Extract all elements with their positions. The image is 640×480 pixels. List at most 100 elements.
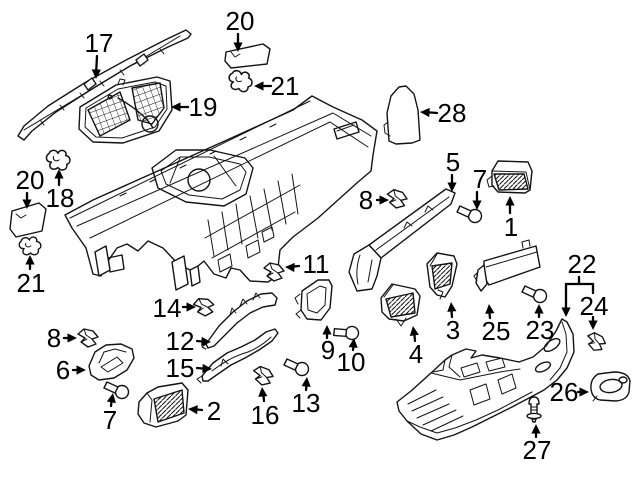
part-number-label: 8 [47,323,61,353]
center-vent-left-drawing [380,283,421,327]
side-vent-right-drawing [486,160,533,194]
part-number-label: 2 [207,396,221,426]
leader-arrowhead [322,325,332,335]
speaker-grille-drawing [78,76,173,144]
part-number-label: 25 [482,316,511,346]
leader-arrowhead [22,199,32,209]
callout-part-9-22[interactable]: 9 [321,325,335,365]
part-number-label: 21 [17,268,46,298]
part-number-label: 13 [292,388,321,418]
leader-arrowhead [186,302,196,312]
leader-arrowhead [409,326,419,337]
leader-arrowhead [531,424,541,434]
callout-part-22-28[interactable]: 22 [561,249,596,317]
rivet-27-drawing [526,396,542,423]
screw-10-drawing [333,325,360,341]
part-number-label: 19 [189,92,218,122]
callout-part-7-18[interactable]: 7 [103,392,118,435]
leader-arrowhead [420,107,430,118]
leader-arrowhead [201,336,211,347]
callout-part-20-6[interactable]: 20 [16,165,45,209]
leader-arrowhead [447,182,457,192]
callout-part-11-12[interactable]: 11 [285,249,330,279]
callout-part-14-13[interactable]: 14 [153,293,196,323]
part-number-label: 9 [321,335,335,365]
part-number-label: 21 [271,71,300,101]
retainer-clip-24-drawing [587,332,607,351]
callout-part-3-25[interactable]: 3 [446,302,460,345]
part-number-label: 23 [526,315,555,345]
callout-part-27-31[interactable]: 27 [523,424,552,465]
callout-part-21-7[interactable]: 21 [17,255,46,298]
callout-part-19-3[interactable]: 19 [171,92,217,122]
screw-7-right-drawing [456,205,483,224]
callout-part-12-14[interactable]: 12 [166,326,212,356]
part-number-label: 7 [473,164,487,194]
part-number-label: 17 [85,28,114,58]
leader-arrowhead [25,255,35,265]
callout-part-16-20[interactable]: 16 [251,387,280,430]
part-number-label: 1 [504,212,518,242]
display-bezel-drawing [294,279,333,321]
part-number-label: 22 [568,249,597,279]
grommet-clip-18-drawing [45,149,71,171]
part-number-label: 14 [153,293,182,323]
grommet-clip-21-top-drawing [228,69,253,93]
callout-part-18-5[interactable]: 18 [46,169,75,213]
callout-part-8-16[interactable]: 8 [47,323,77,353]
callout-part-24-29[interactable]: 24 [580,291,609,330]
leader-arrowhead [301,377,311,387]
callout-part-28-4[interactable]: 28 [420,98,467,128]
callout-part-10-23[interactable]: 10 [337,338,366,377]
callout-part-5-9[interactable]: 5 [446,147,460,192]
callout-part-25-26[interactable]: 25 [482,304,511,346]
leader-arrowhead [91,69,101,79]
leader-arrowhead [106,393,116,404]
part-number-label: 3 [446,315,460,345]
part-number-label: 10 [337,347,366,377]
callout-part-2-19[interactable]: 2 [188,396,222,426]
part-number-label: 18 [46,183,75,213]
leader-arrowhead [254,81,264,91]
part-number-label: 12 [166,326,195,356]
leader-arrowhead [348,338,358,348]
leader-arrowhead [233,42,243,52]
instrument-panel-drawing [64,95,378,291]
side-vent-left-drawing [137,382,189,428]
callout-part-13-21[interactable]: 13 [292,377,321,418]
retainer-clip-11-drawing [263,262,285,282]
retainer-clip-8-right-drawing [386,188,408,209]
leader-arrowhead [171,102,181,112]
storage-lid-drawing [473,239,541,292]
callout-part-17[interactable]: 17 [85,28,114,79]
part-number-label: 15 [166,353,195,383]
callout-part-7-10[interactable]: 7 [472,164,487,210]
part-number-label: 11 [303,249,330,279]
bracket-plate-left-drawing [9,202,47,238]
callout-part-23-27[interactable]: 23 [526,304,555,345]
callout-part-8-8[interactable]: 8 [359,185,389,215]
part-number-label: 7 [103,405,117,435]
callout-part-21-2[interactable]: 21 [254,71,299,101]
leader-arrowhead [485,304,495,314]
column-shroud-upper-drawing [201,292,278,350]
callout-part-26-30[interactable]: 26 [550,377,589,407]
center-vent-right-drawing [426,252,458,300]
screw-7-left-drawing [103,381,130,400]
callout-part-1-11[interactable]: 1 [504,196,518,242]
leader-arrowhead [285,262,295,273]
callout-part-15-15[interactable]: 15 [166,353,213,383]
callout-part-4-24[interactable]: 4 [408,325,423,369]
column-shroud-lower-drawing [196,328,279,384]
dash-trim-strip-drawing [348,188,456,292]
callout-part-6-17[interactable]: 6 [56,355,86,385]
leader-arrowhead [447,302,457,312]
part-number-label: 24 [580,291,609,321]
leader-arrowhead [505,196,515,206]
part-number-label: 5 [446,147,460,177]
defroster-trim-strip-drawing [17,29,192,141]
callout-part-20-1[interactable]: 20 [226,6,255,52]
glove-box-handle-drawing [590,371,631,402]
